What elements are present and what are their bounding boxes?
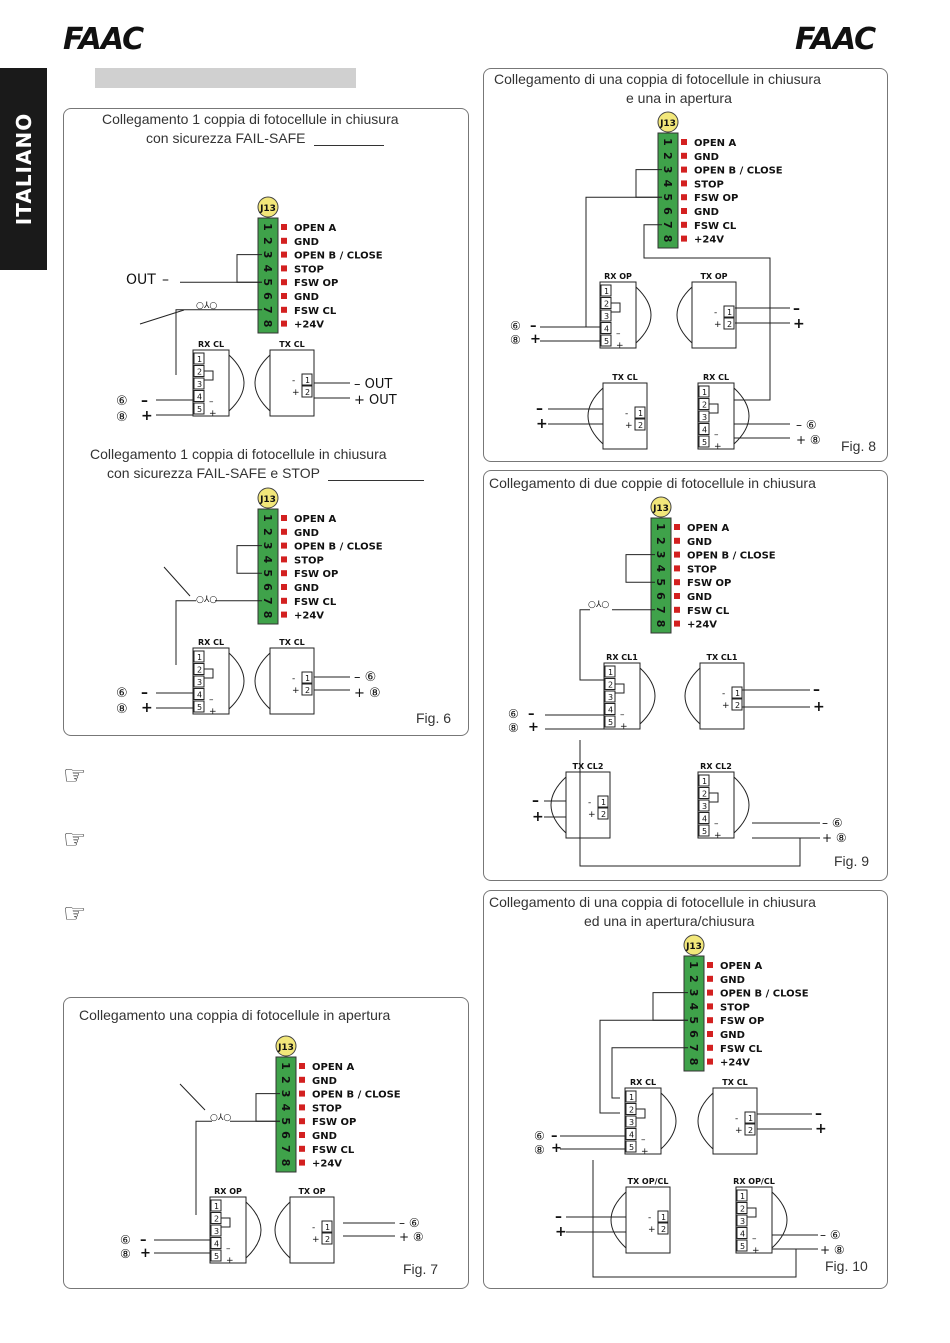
- fig9-label: Fig. 9: [834, 853, 870, 869]
- section-heading-bar: [95, 68, 356, 88]
- fig9-title: Collegamento di due coppie di fotocellul…: [489, 475, 816, 491]
- fig6-label: Fig. 6: [416, 710, 452, 726]
- faac-logo-left: FAAC: [63, 22, 144, 57]
- pointing-hand-icon: ☞: [63, 898, 87, 928]
- fig6b-title-line1: Collegamento 1 coppia di fotocellule in …: [90, 446, 387, 462]
- fig8-title-line2: e una in apertura: [626, 90, 732, 106]
- fig8-label: Fig. 8: [841, 438, 877, 454]
- fig6-title-line1: Collegamento 1 coppia di fotocellule in …: [102, 111, 399, 127]
- language-tab: ITALIANO: [0, 68, 47, 270]
- fig8-title-line1: Collegamento di una coppia di fotocellul…: [494, 71, 821, 87]
- language-tab-label: ITALIANO: [11, 112, 36, 226]
- pointing-hand-icon: ☞: [63, 824, 87, 854]
- fig9-panel: [483, 470, 888, 881]
- fig6b-title-line2: con sicurezza FAIL-SAFE e STOP: [107, 465, 320, 481]
- fig6b-title-blank: [328, 480, 424, 481]
- fig10-title-line2: ed una in apertura/chiusura: [584, 913, 755, 929]
- faac-logo-right: FAAC: [795, 22, 876, 57]
- fig7-panel: [63, 997, 469, 1289]
- fig7-label: Fig. 7: [403, 1261, 439, 1277]
- fig10-label: Fig. 10: [825, 1258, 868, 1274]
- fig6-title-line2: con sicurezza FAIL-SAFE: [146, 130, 306, 146]
- fig10-title-line1: Collegamento di una coppia di fotocellul…: [489, 894, 816, 910]
- fig10-panel: [483, 890, 888, 1289]
- pointing-hand-icon: ☞: [63, 760, 87, 790]
- fig6-title-blank: [314, 145, 384, 146]
- fig8-panel: [483, 68, 888, 462]
- fig7-title: Collegamento una coppia di fotocellule i…: [79, 1007, 391, 1023]
- fig6-panel: [63, 108, 469, 736]
